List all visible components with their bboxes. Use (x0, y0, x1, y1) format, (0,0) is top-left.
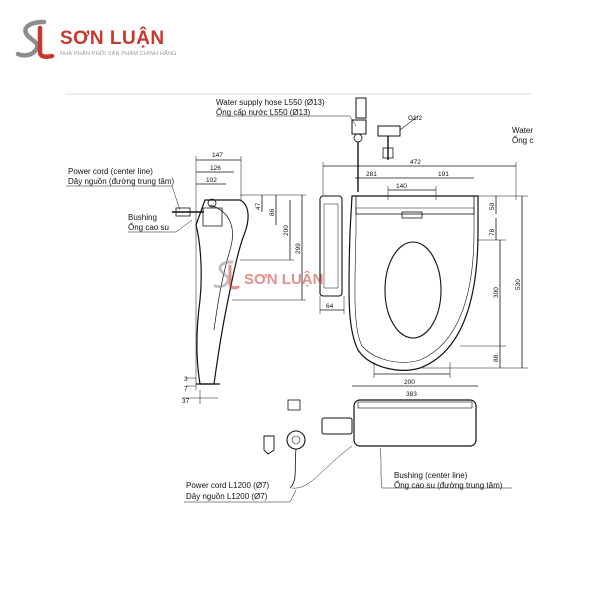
dim-200: 200 (283, 225, 290, 236)
water-right-label-en: Water (512, 126, 533, 135)
power-cord2-label-en: Power cord L1200 (Ø7) (186, 481, 269, 490)
dim-383: 383 (406, 391, 417, 398)
bushing2-label-vi: Ống cao su (đường trung tâm) (394, 480, 503, 490)
dim-147: 147 (212, 152, 223, 159)
top-view (322, 162, 528, 387)
water-hose-label-en: Water supply hose L550 (Ø13) (216, 98, 325, 107)
dim-472: 472 (410, 159, 421, 166)
power-cord2-label-vi: Dây nguồn L1200 (Ø7) (186, 492, 268, 501)
brand-tagline: NHÀ PHÂN PHỐI SẢN PHẨM CHÍNH HÃNG (60, 51, 177, 57)
brand-logo: SƠN LUẬN NHÀ PHÂN PHỐI SẢN PHẨM CHÍNH HÃ… (14, 18, 204, 66)
dim-3: 3 (184, 376, 188, 383)
dim-191: 191 (438, 171, 449, 178)
dim-50: 50 (489, 202, 496, 210)
dim-300: 300 (493, 287, 500, 298)
control-panel-view (319, 195, 345, 314)
water-right-label-vi: Ống c (512, 135, 533, 145)
dim-37: 37 (182, 398, 190, 405)
thread-label: G1/2 (408, 115, 422, 122)
side-view (172, 156, 306, 404)
dim-102: 102 (206, 177, 217, 184)
brand-name: SƠN LUẬN (60, 28, 165, 49)
dim-88: 88 (493, 354, 500, 362)
dim-86: 86 (269, 208, 276, 216)
bushing-label-vi: Ống cao su (128, 222, 169, 232)
bushing-label-en: Bushing (128, 213, 157, 222)
leader-lines (66, 115, 512, 503)
center-watermark: SƠN LUẬN (213, 260, 323, 290)
dim-200-bottom: 200 (404, 379, 415, 386)
power-cord-label-en: Power cord (center line) (68, 167, 153, 176)
dim-7: 7 (184, 386, 188, 393)
water-hose-label-vi: Ống cấp nước L550 (Ø13) (216, 107, 311, 117)
water-hose-assembly (351, 97, 419, 192)
dim-126: 126 (210, 165, 221, 172)
watermark-text: SƠN LUẬN (244, 270, 323, 288)
dim-281: 281 (366, 171, 377, 178)
dim-78: 78 (489, 228, 496, 236)
dim-530: 530 (515, 279, 522, 290)
dim-64: 64 (326, 303, 334, 310)
power-cord-label-vi: Dây nguồn (đường trung tâm) (68, 177, 175, 186)
brand-mark-icon (15, 19, 55, 60)
bushing2-label-en: Bushing (center line) (394, 471, 468, 480)
front-view (263, 399, 477, 489)
dim-140: 140 (396, 183, 407, 190)
dim-299: 299 (295, 243, 302, 254)
dim-47: 47 (255, 202, 262, 210)
